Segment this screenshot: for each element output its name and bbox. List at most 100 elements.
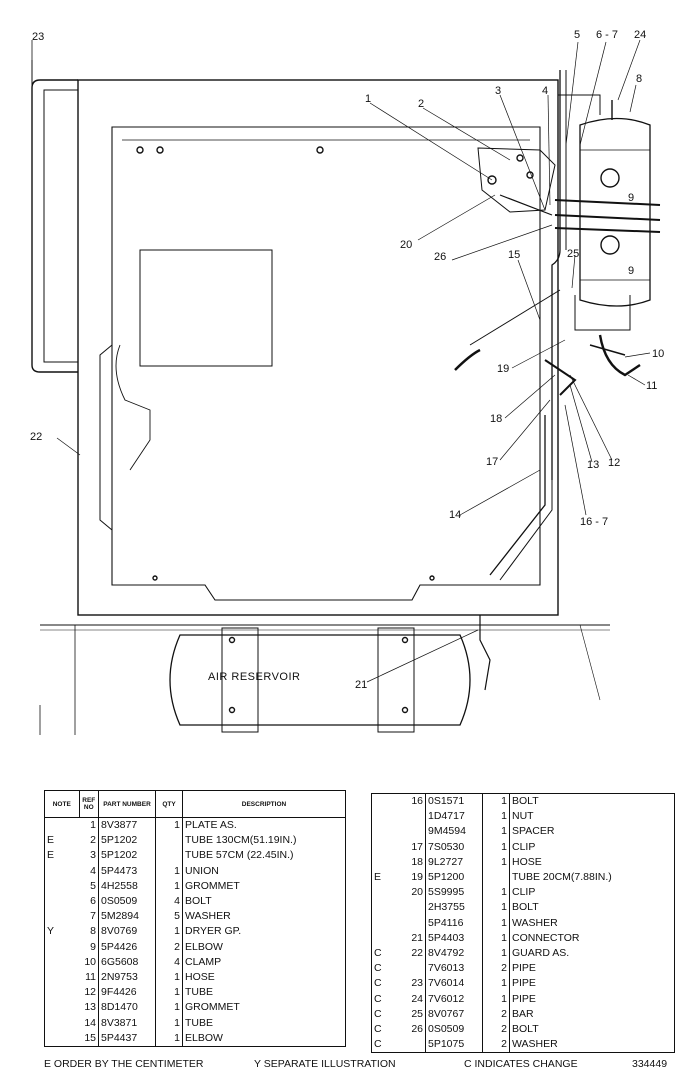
ref-no-cell: 3: [79, 848, 99, 864]
qty-cell: 1: [155, 1030, 183, 1047]
qty-cell: 1: [482, 930, 510, 946]
part-number-cell: 7S0530: [425, 839, 483, 855]
description-cell: TUBE: [185, 986, 214, 999]
qty-cell: 1: [155, 817, 183, 834]
qty-cell: 1: [482, 793, 510, 810]
ref-no-cell: 16: [406, 793, 426, 810]
ref-no-cell: 25: [406, 1006, 426, 1022]
description-cell: CLIP: [512, 840, 536, 853]
note-cell: C: [374, 1038, 382, 1051]
description-cell: PIPE: [512, 962, 536, 975]
description-cell: BOLT: [512, 1022, 539, 1035]
description-cell: NUT: [512, 810, 534, 823]
qty-cell: [155, 848, 183, 864]
ref-no-cell: 19: [406, 869, 426, 886]
callout-23: 23: [32, 31, 44, 43]
qty-cell: 4: [155, 893, 183, 910]
part-number-cell: 6G5608: [98, 954, 156, 970]
part-number-cell: 8V0769: [98, 924, 156, 940]
qty-cell: 1: [155, 985, 183, 1001]
ref-no-cell: 5: [79, 878, 99, 894]
note-cell: C: [374, 1007, 382, 1020]
ref-no-cell: [406, 1037, 426, 1053]
description-cell: PLATE AS.: [185, 819, 237, 832]
footer-y-note: Y SEPARATE ILLUSTRATION: [254, 1058, 396, 1070]
ref-no-cell: 18: [406, 854, 426, 870]
part-number-cell: 0S0509: [425, 1021, 483, 1037]
callout-22: 22: [30, 431, 42, 443]
qty-cell: [482, 869, 510, 886]
description-cell: TUBE 57CM (22.45IN.): [185, 849, 294, 862]
note-cell: [45, 985, 80, 1000]
qty-cell: 2: [482, 1021, 510, 1037]
part-number-cell: 5P1075: [425, 1037, 483, 1053]
qty-cell: 1: [482, 809, 510, 825]
part-number-cell: 5P1202: [98, 848, 156, 864]
ref-no-cell: [406, 961, 426, 977]
note-cell: [372, 916, 407, 931]
callout-25: 25: [567, 248, 579, 260]
ref-no-cell: [406, 809, 426, 825]
ref-no-cell: 12: [79, 985, 99, 1001]
ref-no-cell: 14: [79, 1015, 99, 1031]
qty-cell: 1: [482, 824, 510, 840]
ref-no-cell: 22: [406, 945, 426, 962]
header-qty: QTY: [155, 790, 183, 818]
callout-11: 11: [646, 380, 657, 392]
note-cell: C: [374, 962, 382, 975]
description-cell: CLIP: [512, 886, 536, 899]
note-cell: [372, 809, 407, 824]
description-cell: WASHER: [512, 1038, 558, 1051]
description-cell: UNION: [185, 864, 219, 877]
illustration-number: 334449: [632, 1058, 668, 1070]
part-number-cell: 8V0767: [425, 1006, 483, 1022]
dryer: [579, 117, 651, 307]
callout-1: 1: [365, 93, 371, 105]
note-cell: [372, 900, 407, 915]
description-cell: PIPE: [512, 977, 536, 990]
callout-2: 2: [418, 98, 424, 110]
footer-c-note: C INDICATES CHANGE: [464, 1058, 578, 1070]
callout-20: 20: [400, 239, 412, 251]
note-cell: [45, 1000, 80, 1015]
ref-no-cell: 20: [406, 885, 426, 901]
part-number-cell: 0S0509: [98, 893, 156, 910]
part-number-cell: 5P4426: [98, 939, 156, 955]
description-cell: TUBE 20CM(7.88IN.): [512, 871, 612, 884]
description-cell: TUBE 130CM(51.19IN.): [185, 834, 297, 847]
qty-cell: 1: [482, 854, 510, 870]
description-cell: WASHER: [512, 916, 558, 929]
callout-10: 10: [652, 348, 664, 360]
description-cell: GUARD AS.: [512, 946, 570, 959]
footer-notes: E ORDER BY THE CENTIMETER Y SEPARATE ILL…: [44, 1058, 674, 1074]
description-cell: PIPE: [512, 992, 536, 1005]
callout-26: 26: [434, 251, 446, 263]
callout-16-7: 16 - 7: [580, 516, 608, 528]
description-cell: CONNECTOR: [512, 931, 580, 944]
part-number-cell: 5P1200: [425, 869, 483, 886]
part-number-cell: 5P4437: [98, 1030, 156, 1047]
note-cell: [372, 840, 407, 855]
guard-frame: [77, 79, 559, 616]
part-number-cell: 7V6013: [425, 961, 483, 977]
qty-cell: 2: [155, 939, 183, 955]
callout-18: 18: [490, 413, 502, 425]
callout-8: 8: [636, 73, 642, 85]
ref-no-cell: 21: [406, 930, 426, 946]
footer-e-note: E ORDER BY THE CENTIMETER: [44, 1058, 204, 1070]
callout-3: 3: [495, 85, 501, 97]
qty-cell: [155, 833, 183, 849]
note-cell: C: [374, 946, 382, 959]
